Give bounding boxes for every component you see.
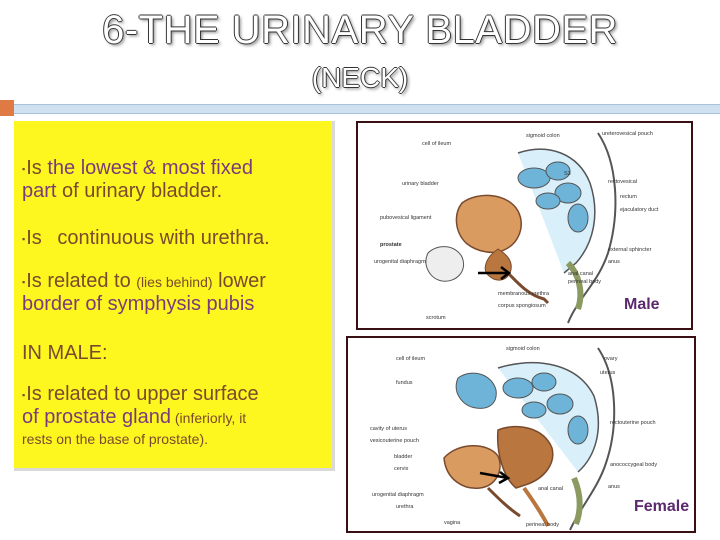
svg-text:rectum: rectum <box>620 194 637 200</box>
svg-text:anus: anus <box>608 259 620 265</box>
svg-text:ureterovesical pouch: ureterovesical pouch <box>602 131 653 137</box>
svg-text:urethra: urethra <box>396 504 414 510</box>
female-label: Female <box>632 498 692 516</box>
svg-text:urinary bladder: urinary bladder <box>402 181 439 187</box>
svg-text:anococcygeal body: anococcygeal body <box>610 462 657 468</box>
svg-text:prostate: prostate <box>380 242 402 248</box>
slide-subtitle: (NECK) <box>311 62 409 93</box>
svg-text:rectovesical: rectovesical <box>608 179 637 185</box>
svg-text:pubovesical ligament: pubovesical ligament <box>380 215 432 221</box>
bullet-icon: ▪ <box>22 233 26 244</box>
female-anatomy-diagram: sigmoid colon cell of ileum fundus ovary… <box>346 336 696 533</box>
svg-text:scrotum: scrotum <box>426 315 446 321</box>
bullet-icon: ▪ <box>22 163 26 174</box>
svg-text:corpus spongiosum: corpus spongiosum <box>498 303 546 309</box>
svg-text:ejaculatory duct: ejaculatory duct <box>620 207 659 213</box>
svg-text:anal canal: anal canal <box>568 271 593 277</box>
svg-text:cell of ileum: cell of ileum <box>422 141 451 147</box>
male-anatomy-diagram: ureterovesical pouch sigmoid colon cell … <box>356 121 693 330</box>
svg-text:vesicouterine pouch: vesicouterine pouch <box>370 438 419 444</box>
female-pelvis-illustration: sigmoid colon cell of ileum fundus ovary… <box>370 346 657 531</box>
bullet-icon: ▪ <box>22 276 26 287</box>
svg-text:external sphincter: external sphincter <box>608 247 652 253</box>
slide-title: 6-THE URINARY BLADDER <box>102 8 618 52</box>
svg-text:cell of ileum: cell of ileum <box>396 356 425 362</box>
point-lowest-part: ▪Is the lowest & most fixed part of urin… <box>22 157 253 202</box>
point-related-symphysis: ▪Is related to (lies behind) lower borde… <box>22 270 266 315</box>
header-rule <box>14 104 720 114</box>
svg-text:vagina: vagina <box>444 520 461 526</box>
svg-text:cavity of uterus: cavity of uterus <box>370 426 407 432</box>
svg-text:ovary: ovary <box>604 356 618 362</box>
svg-text:fundus: fundus <box>396 380 413 386</box>
accent-bar <box>0 100 14 116</box>
svg-text:membranous urethra: membranous urethra <box>498 291 550 297</box>
svg-text:sigmoid colon: sigmoid colon <box>526 133 560 139</box>
bullet-icon: ▪ <box>22 389 26 400</box>
svg-text:S3: S3 <box>564 171 571 177</box>
point-prostate: ▪Is related to upper surface of prostate… <box>22 383 259 447</box>
svg-text:anal canal: anal canal <box>538 486 563 492</box>
male-label: Male <box>622 296 662 314</box>
svg-text:uterus: uterus <box>600 370 616 376</box>
svg-text:anus: anus <box>608 484 620 490</box>
svg-text:perineal body: perineal body <box>568 279 601 285</box>
svg-text:sigmoid colon: sigmoid colon <box>506 346 540 352</box>
svg-text:cervix: cervix <box>394 466 409 472</box>
svg-text:urogenital diaphragm: urogenital diaphragm <box>374 259 426 265</box>
text-highlight-box <box>14 121 335 471</box>
svg-text:bladder: bladder <box>394 454 413 460</box>
point-continuous-urethra: ▪Is continuous with urethra. <box>22 227 270 249</box>
svg-text:rectouterine pouch: rectouterine pouch <box>610 420 656 426</box>
male-pelvis-illustration: ureterovesical pouch sigmoid colon cell … <box>374 131 659 324</box>
svg-text:perineal body: perineal body <box>526 522 559 528</box>
section-in-male: IN MALE: <box>22 342 108 364</box>
svg-text:urogenital diaphragm: urogenital diaphragm <box>372 492 424 498</box>
